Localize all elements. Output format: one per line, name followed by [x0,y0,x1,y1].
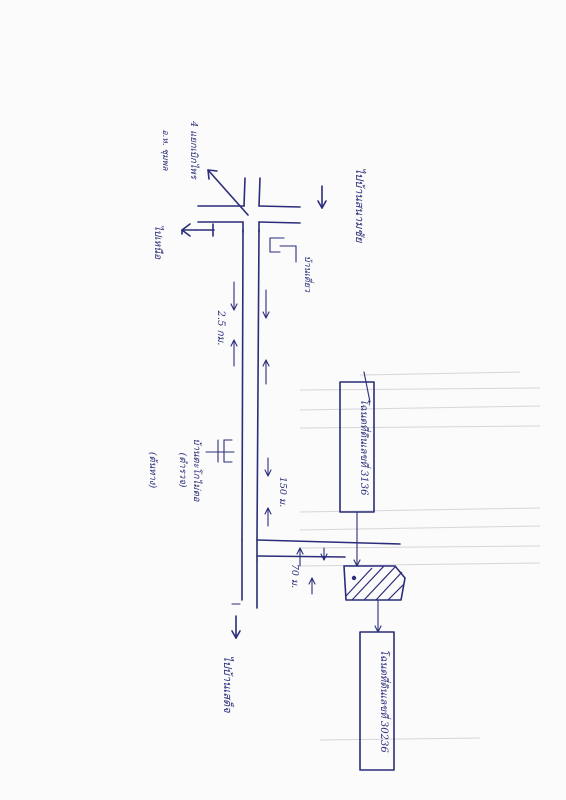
distance-upper-text: 2.5 กม. [215,310,226,346]
distance-arrows-middle [264,457,272,527]
parcel-tag-lower [359,599,395,771]
diagonal-road-arrow [207,169,249,216]
top-right-road-label: ไปบ้านสนามชัย [353,168,366,244]
temple-text-line2: (ตำรวจ) [177,453,188,488]
distance-middle-label: 150 ม. [277,477,288,507]
temple-symbol [205,439,235,463]
distance-arrows-upper [230,281,270,385]
parcel-tag-upper [339,371,375,567]
distance-lower-label: 70 ม. [289,564,300,588]
distance-upper-label: 2.5 กม. [215,310,226,346]
bottom-road-label: ไปบ้านเสด็จ [221,655,235,713]
top-left-road-text-line2: อ.ห. ชุมพล [160,130,170,172]
bottom-road-arrow [231,603,241,639]
top-right-arrow [317,185,327,209]
distance-arrows-lower [296,547,328,595]
bleed-through-lines [299,371,541,741]
temple-text-line1: บ้านตะโกไม่ตอ [191,439,203,503]
bottom-road-text: ไปบ้านเสด็จ [221,655,235,713]
left-road-text: ไปเหนือ [152,225,164,260]
small-house-label: บ้านเดี่ยว [302,256,315,293]
left-road-label: ไปเหนือ [152,225,164,260]
parcel-upper-label: โฉนดที่ดินเลขที่ 3136 [358,398,372,496]
parcel-upper-text: โฉนดที่ดินเลขที่ 3136 [358,398,372,496]
top-left-road-text: 4 แยกเบิกไพร [188,120,200,181]
small-house-symbol [269,237,297,263]
parcel-lower-text: โฉนดที่ดินเลขที่ 30236 [378,649,392,753]
small-house-text: บ้านเดี่ยว [302,256,315,293]
main-road [241,229,260,609]
temple-text-line3: (ต้นทาง) [147,452,158,489]
top-intersection [197,177,301,233]
hatched-land-parcel [343,565,406,601]
distance-lower-text: 70 ม. [289,564,300,588]
temple-label: บ้านตะโกไม่ตอ (ตำรวจ) (ต้นทาง) [147,439,203,503]
distance-middle-text: 150 ม. [277,477,288,507]
branch-road [256,539,401,561]
top-left-road-label: 4 แยกเบิกไพร อ.ห. ชุมพล [160,120,200,181]
top-right-road-text: ไปบ้านสนามชัย [353,168,366,244]
parcel-lower-label: โฉนดที่ดินเลขที่ 30236 [378,649,392,753]
left-road-arrow [181,223,215,237]
